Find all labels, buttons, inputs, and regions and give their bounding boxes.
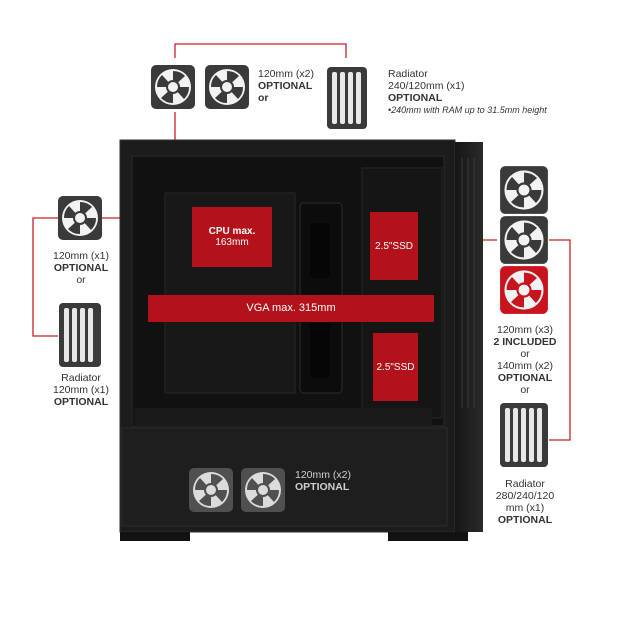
right-radiator-count: mm (x1)	[505, 502, 545, 514]
left-fan-size: 120mm (x1)	[52, 250, 109, 262]
right-fans-label: 120mm (x3) 2 INCLUDED or 140mm (x2) OPTI…	[480, 324, 570, 396]
top-radiator-optional: OPTIONAL	[388, 92, 443, 104]
cpu-cooler-zone: CPU max. 163mm	[192, 207, 272, 267]
right-fans-size-140: 140mm (x2)	[496, 360, 553, 372]
top-fans-label: 120mm (x2) OPTIONAL or	[258, 68, 314, 104]
vga-length-zone: VGA max. 315mm	[148, 295, 434, 322]
right-fans-included: 2 INCLUDED	[493, 336, 557, 348]
left-radiator-icon	[59, 303, 101, 367]
top-connector	[174, 43, 347, 58]
right-radiator-optional: OPTIONAL	[497, 514, 553, 526]
right-fans-or-2: or	[520, 384, 530, 396]
top-fan-2-icon	[205, 65, 249, 109]
bottom-fans-label: 120mm (x2) OPTIONAL	[295, 469, 351, 493]
right-radiator-icon	[500, 403, 548, 467]
top-fans-size: 120mm (x2)	[258, 68, 315, 80]
right-fan-1-icon	[500, 166, 548, 214]
left-fan-icon	[58, 196, 102, 240]
right-fans-optional: OPTIONAL	[497, 372, 553, 384]
cpu-zone-line2: 163mm	[215, 237, 249, 248]
top-radiator-icon	[327, 67, 367, 129]
right-fans-or-1: or	[520, 348, 530, 360]
left-fan-or: or	[76, 274, 86, 286]
left-radiator-label: Radiator 120mm (x1) OPTIONAL	[38, 372, 124, 408]
top-radiator-size: 240/120mm (x1)	[388, 80, 465, 92]
right-radiator-title: Radiator	[505, 478, 545, 490]
top-fan-1-icon	[151, 65, 195, 109]
right-connector	[549, 239, 571, 441]
left-fan-label: 120mm (x1) OPTIONAL or	[38, 250, 124, 286]
left-radiator-optional: OPTIONAL	[53, 396, 109, 408]
top-radiator-title: Radiator	[388, 68, 428, 80]
left-radiator-size: 120mm (x1)	[52, 384, 109, 396]
right-radiator-label: Radiator 280/240/120 mm (x1) OPTIONAL	[480, 478, 570, 526]
right-radiator-size: 280/240/120	[495, 490, 555, 502]
right-fan-3-included-icon	[500, 266, 548, 314]
left-fan-optional: OPTIONAL	[53, 262, 109, 274]
left-radiator-title: Radiator	[61, 372, 101, 384]
right-fan-2-icon	[500, 216, 548, 264]
bottom-fans-optional: OPTIONAL	[295, 481, 350, 493]
bottom-fan-2-icon	[241, 468, 285, 512]
top-radiator-note: •240mm with RAM up to 31.5mm height	[388, 105, 547, 115]
cpu-zone-line1: CPU max.	[208, 226, 256, 237]
right-fans-size-120: 120mm (x3)	[496, 324, 553, 336]
top-fans-optional: OPTIONAL	[258, 80, 313, 92]
bottom-fan-1-icon	[189, 468, 233, 512]
ssd-top-zone: 2.5"SSD	[370, 212, 418, 280]
top-radiator-label: Radiator 240/120mm (x1) OPTIONAL •240mm …	[388, 68, 547, 116]
left-connector	[32, 217, 58, 337]
top-fans-or: or	[258, 92, 269, 104]
ssd-bottom-zone: 2.5"SSD	[373, 333, 418, 401]
bottom-fans-size: 120mm (x2)	[295, 469, 352, 481]
